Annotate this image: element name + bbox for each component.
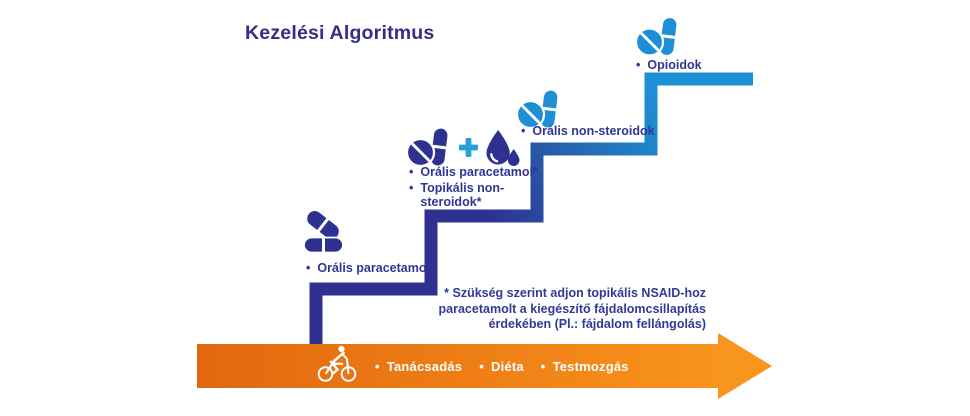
step-2-icon-group	[406, 127, 520, 168]
arrow-item-text: Tanácsadás	[386, 358, 463, 374]
tablet-capsule-icon	[634, 16, 681, 63]
step-4-label: • Opioidok	[636, 58, 702, 73]
two-capsules-icon	[302, 211, 346, 258]
arrow-item-text: Testmozgás	[552, 358, 629, 374]
arrow-item-exercise: • Testmozgás	[541, 359, 629, 374]
drops-icon	[485, 129, 520, 166]
bullet: •	[409, 180, 414, 195]
footnote-line-1: * Szükség szerint adjon topikális NSAID-…	[444, 286, 706, 300]
bullet: •	[636, 58, 641, 72]
step-3-label: • Orális non-steroidok	[521, 124, 655, 139]
baseline-arrow	[197, 344, 718, 388]
baseline-arrow-items: • Tanácsadás • Diéta • Testmozgás	[375, 344, 629, 388]
plus-icon	[459, 138, 478, 157]
bullet: •	[521, 124, 526, 138]
cyclist-icon	[317, 345, 357, 388]
step-1-label: • Orális paracetamol	[306, 261, 430, 276]
arrow-item-counseling: • Tanácsadás	[375, 359, 462, 374]
step-3-label-text: Orális non-steroidok	[532, 124, 655, 138]
step-2-label-line-2: • Topikális non-steroidok*	[409, 181, 542, 210]
arrow-item-diet: • Diéta	[479, 359, 524, 374]
bullet: •	[409, 165, 414, 179]
step-1-label-text: Orális paracetamol	[317, 261, 430, 275]
arrow-item-text: Diéta	[491, 358, 524, 374]
bullet: •	[375, 358, 380, 374]
bullet: •	[479, 358, 484, 374]
step-2-label-text-2: Topikális non-steroidok*	[420, 180, 505, 210]
bullet: •	[540, 358, 546, 374]
tablet-capsule-icon	[515, 89, 562, 135]
footnote-line-3: érdekében (Pl.: fájdalom fellángolás)	[488, 317, 706, 331]
step-4-label-text: Opioidok	[647, 58, 702, 72]
footnote-line-2: paracetamolt a kiegészítő fájdalomcsilla…	[438, 301, 706, 316]
step-2-label-text-1: Orális paracetamol*	[420, 165, 538, 179]
tablet-capsule-icon	[406, 127, 452, 168]
step-2-label-line-1: • Orális paracetamol*	[409, 165, 542, 180]
bullet: •	[306, 261, 311, 275]
baseline-arrow-head	[718, 333, 772, 399]
footnote: * Szükség szerint adjon topikális NSAID-…	[439, 286, 706, 333]
page-title: Kezelési Algoritmus	[245, 22, 435, 44]
step-2-label: • Orális paracetamol* • Topikális non-st…	[409, 165, 542, 210]
